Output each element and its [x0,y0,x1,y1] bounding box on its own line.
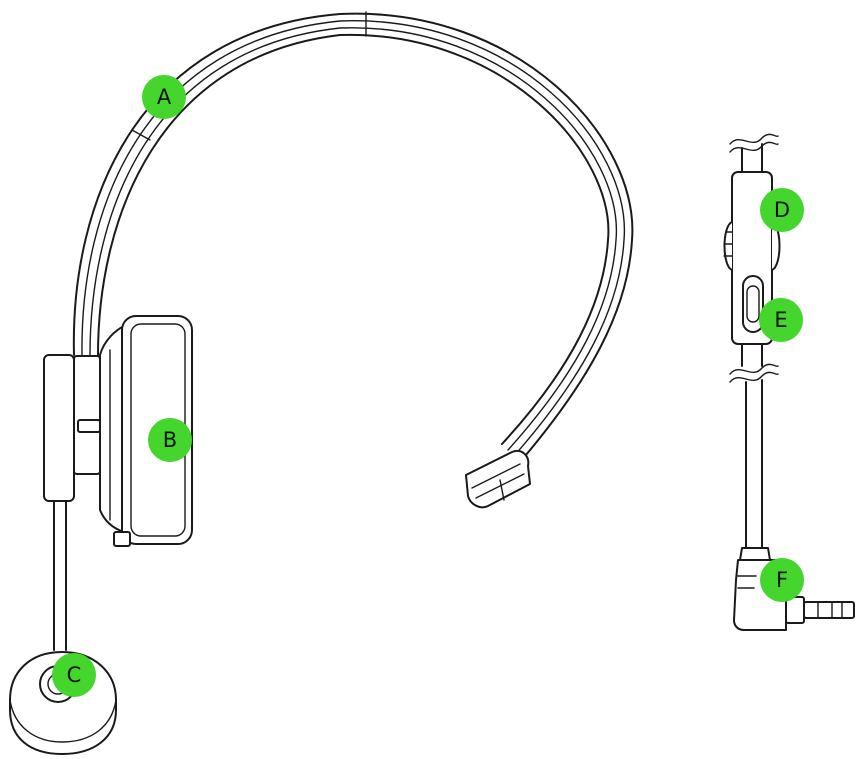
callout-a-label: A [157,85,172,109]
cable-lower [729,343,779,551]
microphone-boom [53,500,67,651]
callout-f-label: F [776,568,788,592]
headband [72,11,634,463]
callout-e-circle [759,298,803,342]
callout-b-label: B [163,428,177,452]
callout-c-circle [52,653,96,697]
callout-f-circle [760,558,804,602]
callout-a: A [142,75,186,119]
callout-a-circle [142,75,186,119]
callout-c-label: C [67,663,82,687]
callout-e: E [759,298,803,342]
callout-b-circle [148,418,192,462]
callout-c: C [52,653,96,697]
callout-d: D [760,188,804,232]
callout-e-label: E [774,308,787,332]
boom-end-piece [465,450,531,509]
earcup-housing [43,335,127,502]
callout-d-circle [760,188,804,232]
callout-b: B [148,418,192,462]
callout-d-label: D [774,198,790,222]
callout-f: F [760,558,804,602]
ear-cushion [99,315,193,547]
cable-upper [729,133,779,175]
